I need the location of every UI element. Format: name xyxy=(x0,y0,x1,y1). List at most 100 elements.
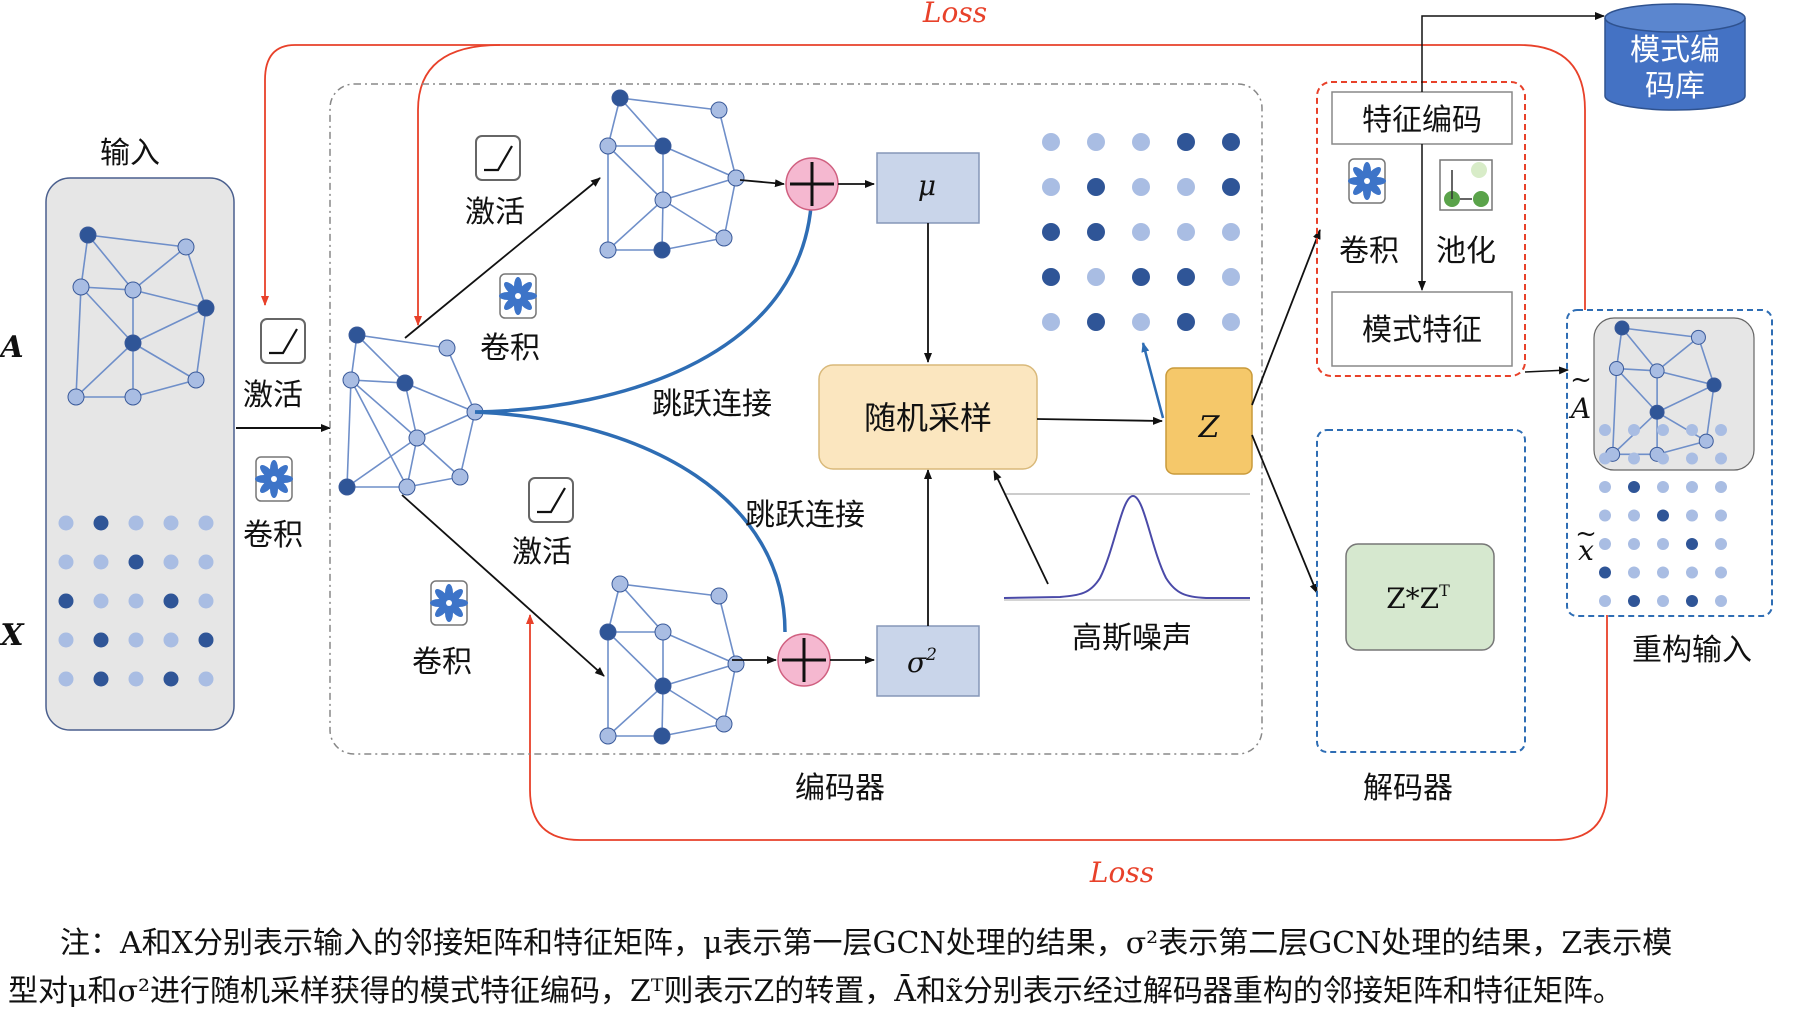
mu-label: μ xyxy=(918,169,936,202)
matrix-dot xyxy=(163,671,179,687)
pooling-label: 池化 xyxy=(1436,234,1496,269)
gaussian-noise-label: 高斯噪声 xyxy=(1072,621,1192,656)
graph-edge xyxy=(1621,327,1658,372)
loss-bottom-path xyxy=(526,614,1608,841)
matrix-dot xyxy=(58,632,74,648)
graph-edge xyxy=(132,307,207,344)
graph-edge xyxy=(132,379,197,398)
graph-edge xyxy=(1656,384,1715,413)
matrix-dot xyxy=(93,632,109,648)
activation-icon xyxy=(527,476,575,524)
graph-edge xyxy=(1656,336,1699,372)
graph-edge xyxy=(346,437,418,488)
graph-edge xyxy=(1656,411,1707,442)
matrix-dot xyxy=(1177,268,1195,286)
mu-box xyxy=(876,152,980,224)
product-label: Z*ZT xyxy=(1386,581,1450,615)
matrix-dot xyxy=(1222,133,1240,151)
graph-edge xyxy=(619,97,664,147)
graph-edge xyxy=(446,347,476,413)
matrix-dot xyxy=(1132,178,1150,196)
matrix-dot xyxy=(1628,538,1640,550)
matrix-dot xyxy=(1087,223,1105,241)
matrix-dot xyxy=(1715,424,1727,436)
matrix-dot xyxy=(1599,538,1611,550)
matrix-dot xyxy=(1628,566,1640,579)
graph-edge xyxy=(80,286,134,344)
matrix-dot xyxy=(1042,178,1060,196)
pattern-feature-box xyxy=(1331,291,1513,367)
reconstructed-feature-matrix xyxy=(1599,424,1727,607)
matrix-dot xyxy=(1222,178,1240,196)
graph-edge xyxy=(1705,384,1715,442)
feature-encoding-box xyxy=(1331,91,1513,145)
loss-top-label: Loss xyxy=(922,0,987,29)
decoder-title: 解码器 xyxy=(1363,771,1453,806)
matrix-dot xyxy=(128,671,144,687)
pattern-database-label: 模式编码库 xyxy=(1630,33,1720,104)
stage1-activation-label: 激活 xyxy=(243,378,303,413)
matrix-dot xyxy=(93,554,109,570)
matrix-dot xyxy=(1599,452,1611,465)
graph-node xyxy=(187,371,205,389)
matrix-dot xyxy=(163,593,179,609)
graph-edge xyxy=(1656,370,1715,386)
z-label: Z xyxy=(1198,410,1221,445)
matrix-dot xyxy=(198,554,214,570)
graph-node xyxy=(727,169,745,187)
graph-edge xyxy=(607,145,664,201)
activation-icon xyxy=(259,317,307,365)
matrix-dot xyxy=(198,671,214,687)
input-title: 输入 xyxy=(100,136,160,171)
matrix-dot xyxy=(1715,566,1727,579)
random-sampling-label: 随机采样 xyxy=(864,399,992,437)
graph-node xyxy=(611,575,629,593)
matrix-dot xyxy=(1657,566,1669,579)
matrix-dot xyxy=(163,554,179,570)
graph-node xyxy=(715,229,733,247)
matrix-dot xyxy=(163,632,179,648)
graph-node xyxy=(653,241,671,259)
graph-edge xyxy=(718,595,737,665)
graph-edge xyxy=(356,334,448,349)
graph-edge xyxy=(1611,368,1618,455)
matrix-dot xyxy=(58,515,74,531)
graph-edge xyxy=(607,631,664,687)
matrix-dot xyxy=(58,554,74,570)
graph-edge xyxy=(87,234,187,248)
input-adjacency-graph xyxy=(67,226,215,406)
stage1-convolution-label: 卷积 xyxy=(243,518,303,553)
reconstruction-graph-panel xyxy=(1593,317,1755,471)
graph-edge xyxy=(132,342,197,381)
matrix-dot xyxy=(128,515,144,531)
matrix-dot xyxy=(1686,566,1698,579)
product-box xyxy=(1345,543,1495,651)
skip-connection-lower-label: 跳跃连接 xyxy=(745,498,865,533)
caption-line-1: 注：A和X分别表示输入的邻接矩阵和特征矩阵，μ表示第一层GCN处理的结果，σ²表… xyxy=(60,926,1673,961)
matrix-dot xyxy=(1599,424,1611,436)
matrix-dot xyxy=(1222,223,1240,241)
graph-edge xyxy=(661,237,725,251)
matrix-dot xyxy=(163,515,179,531)
convolution-icon xyxy=(1347,158,1387,204)
graph-node xyxy=(1706,377,1722,393)
graph-node xyxy=(197,299,215,317)
matrix-dot xyxy=(1686,595,1698,607)
caption-note: 注：A和X分别表示输入的邻接矩阵和特征矩阵，μ表示第一层GCN处理的结果，σ²表… xyxy=(8,920,1800,1016)
loss-bottom-label: Loss xyxy=(1089,856,1154,889)
matrix-dot xyxy=(93,593,109,609)
encoder-lower-convolution: 卷积 xyxy=(412,645,472,680)
graph-node xyxy=(1649,404,1665,420)
encoder-upper-convolution: 卷积 xyxy=(480,331,540,366)
graph-edge xyxy=(619,583,720,597)
matrix-dot xyxy=(1599,509,1611,522)
graph-node xyxy=(177,238,195,256)
matrix-dot xyxy=(1132,223,1150,241)
graph-node xyxy=(1698,433,1714,449)
matrix-dot xyxy=(1628,481,1640,493)
matrix-dot xyxy=(58,671,74,687)
graph-node xyxy=(67,388,85,406)
matrix-dot xyxy=(1657,509,1669,522)
matrix-dot xyxy=(58,593,74,609)
matrix-dot xyxy=(93,671,109,687)
